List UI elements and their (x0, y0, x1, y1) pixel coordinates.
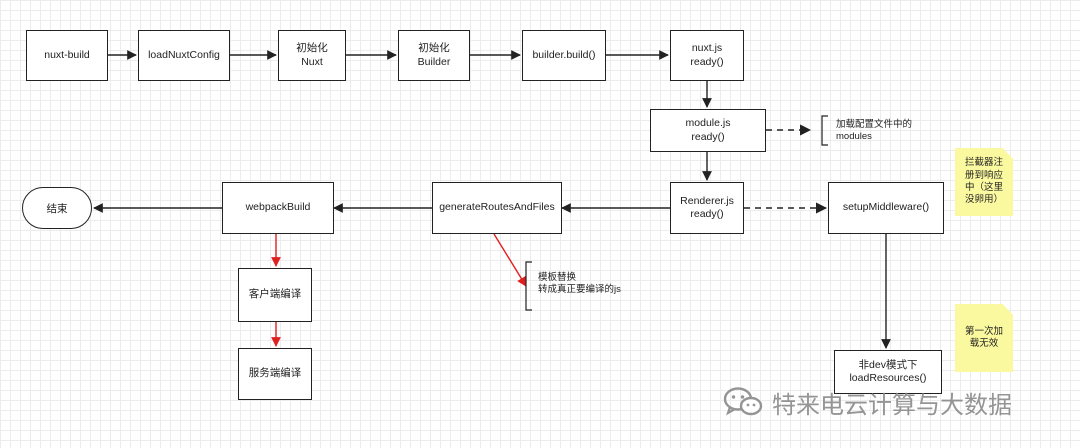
sticky-note-first-load: 第一次加 载无效 (955, 304, 1013, 372)
template-annotation: 模板替换 转成真正要编译的js (538, 272, 621, 296)
bracket-modules-note (821, 115, 828, 146)
node-end: 结束 (22, 187, 92, 229)
node-load-resources: 非dev模式下 loadResources() (834, 350, 942, 394)
modules-annotation: 加载配置文件中的 modules (836, 119, 913, 143)
node-nuxt-build: nuxt-build (26, 30, 108, 81)
node-builder-build: builder.build() (522, 30, 606, 81)
node-module-ready: module.js ready() (650, 109, 766, 152)
node-server-compile: 服务端编译 (238, 348, 312, 400)
node-load-nuxt-config: loadNuxtConfig (138, 30, 230, 81)
node-init-nuxt: 初始化 Nuxt (278, 30, 346, 81)
node-generate-routes: generateRoutesAndFiles (432, 182, 562, 234)
node-setup-middleware: setupMiddleware() (828, 182, 944, 234)
node-client-compile: 客户端编译 (238, 268, 312, 322)
watermark-text: 特来电云计算与大数据 (772, 390, 1012, 419)
bracket-template-note (525, 261, 532, 311)
sticky-note-interceptor: 拦截器注 册到响应 中（这里 没卵用） (955, 148, 1013, 216)
node-webpack-build: webpackBuild (222, 182, 334, 234)
node-init-builder: 初始化 Builder (398, 30, 470, 81)
wechat-icon (723, 387, 763, 416)
node-nuxt-ready: nuxt.js ready() (670, 30, 744, 81)
watermark: 特来电云计算与大数据 (722, 384, 1012, 420)
node-renderer-ready: Renderer.js ready() (670, 182, 744, 234)
red-arrow-generate-to-template-note (493, 233, 527, 287)
